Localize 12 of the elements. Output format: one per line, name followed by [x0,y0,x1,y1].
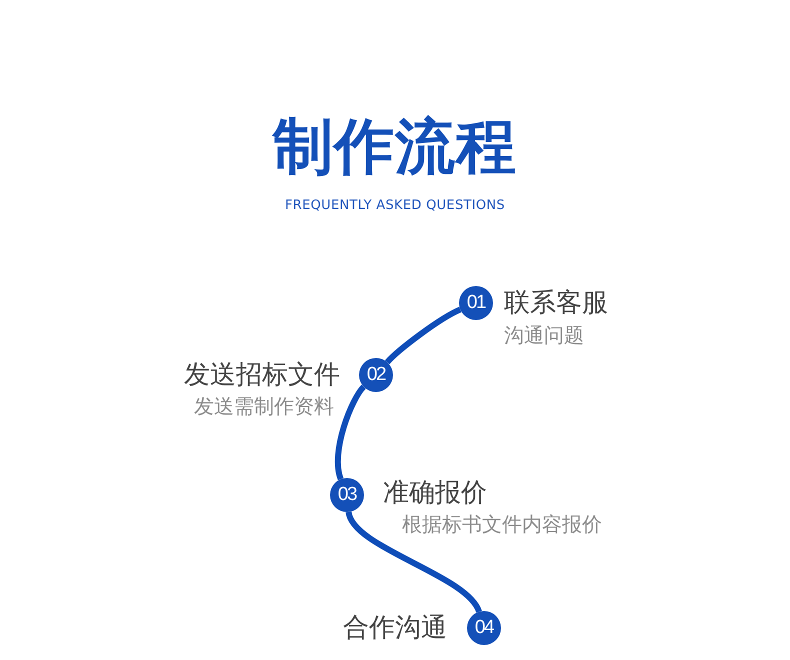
step-heading: 准确报价 [383,477,487,509]
connector-curve [334,384,366,480]
title: 制作流程 [273,112,517,182]
step-description: 发送需制作资料 [194,393,334,419]
step-heading: 发送招标文件 [184,359,340,391]
connector-curve [385,306,462,364]
step-description: 根据标书文件内容报价 [402,511,602,537]
subtitle: FREQUENTLY ASKED QUESTIONS [285,197,505,215]
step-description: 沟通问题 [504,322,584,348]
step-heading: 合作沟通 [343,612,447,644]
step-heading: 联系客服 [504,287,608,319]
connector-curve [346,510,482,614]
